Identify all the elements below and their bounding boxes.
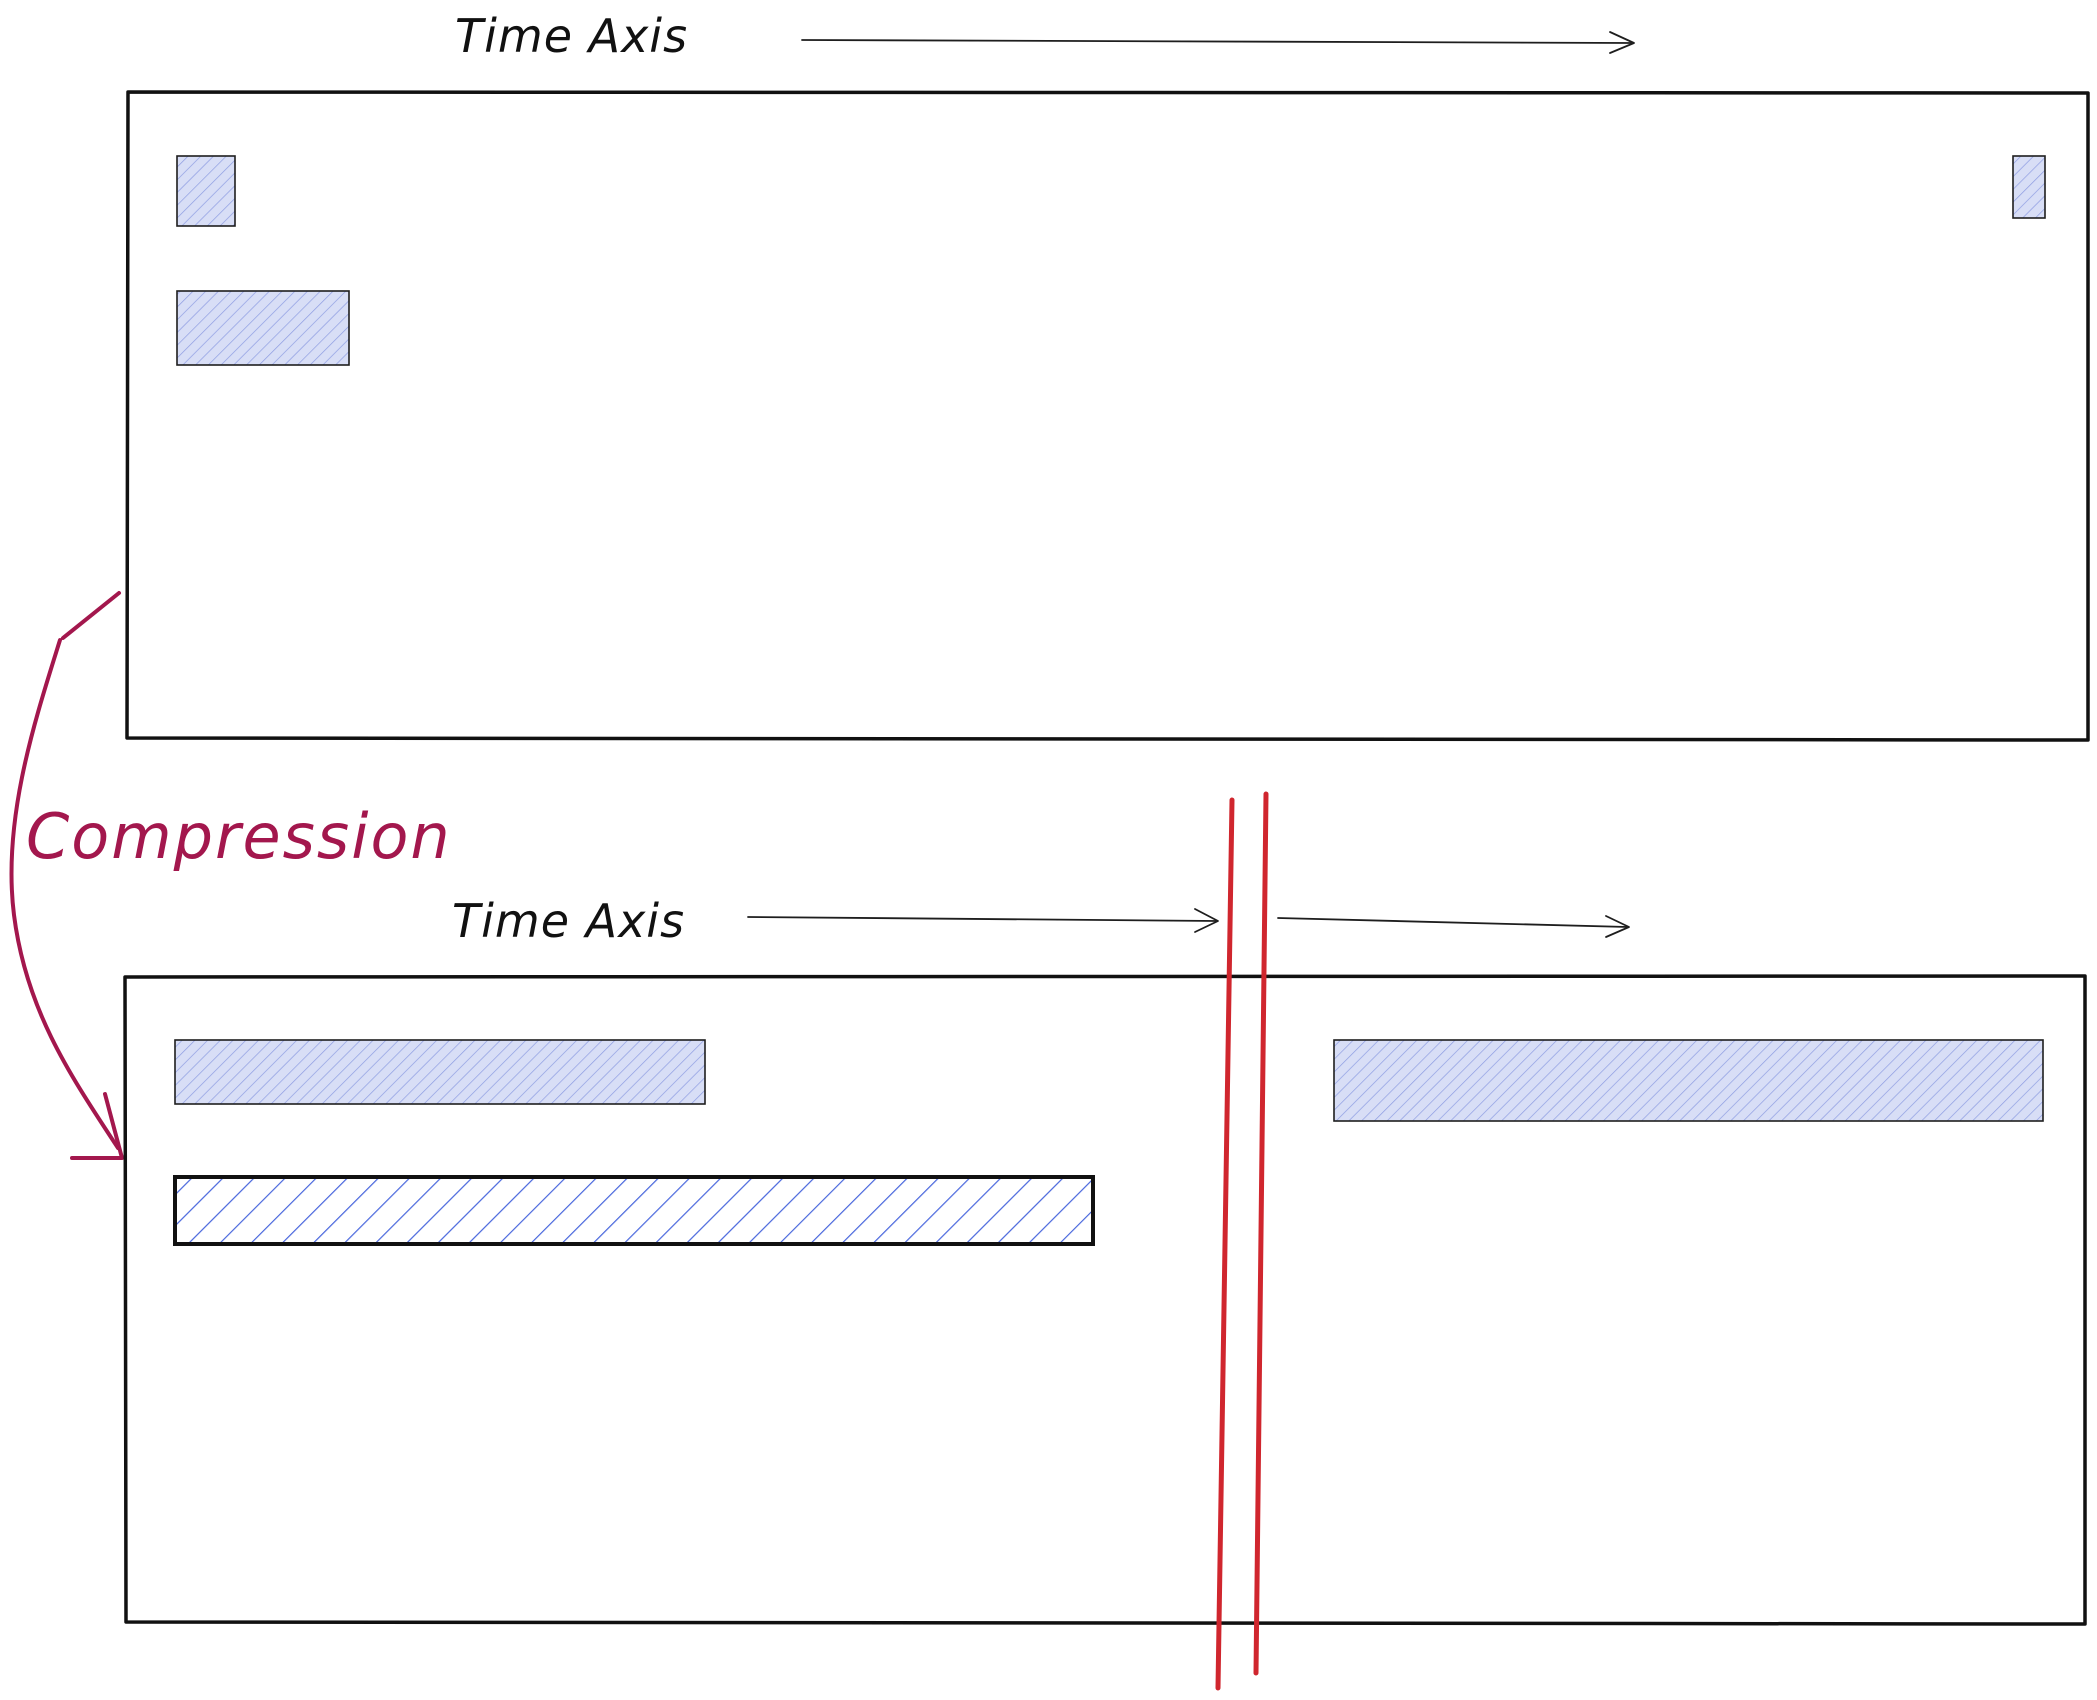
bottom-time-axis-label: Time Axis <box>452 894 685 948</box>
axis-break-icon <box>1215 791 1269 1691</box>
bottom-event-bar-2 <box>1333 1039 2044 1122</box>
top-event-bar-3 <box>176 290 350 366</box>
top-time-axis-label: Time Axis <box>455 9 688 63</box>
top-event-bar-2 <box>2012 155 2046 219</box>
top-timeline-panel <box>125 90 2090 742</box>
arrow-right-icon <box>801 31 1635 54</box>
compression-label: Compression <box>26 800 452 873</box>
bottom-timeline-panel <box>123 974 2087 1626</box>
top-event-bar-1 <box>176 155 236 227</box>
curved-arrow-down-icon <box>9 591 124 1160</box>
arrow-right-icon <box>747 908 1630 938</box>
bottom-merged-bar <box>173 1175 1095 1246</box>
bottom-event-bar-1 <box>174 1039 706 1105</box>
